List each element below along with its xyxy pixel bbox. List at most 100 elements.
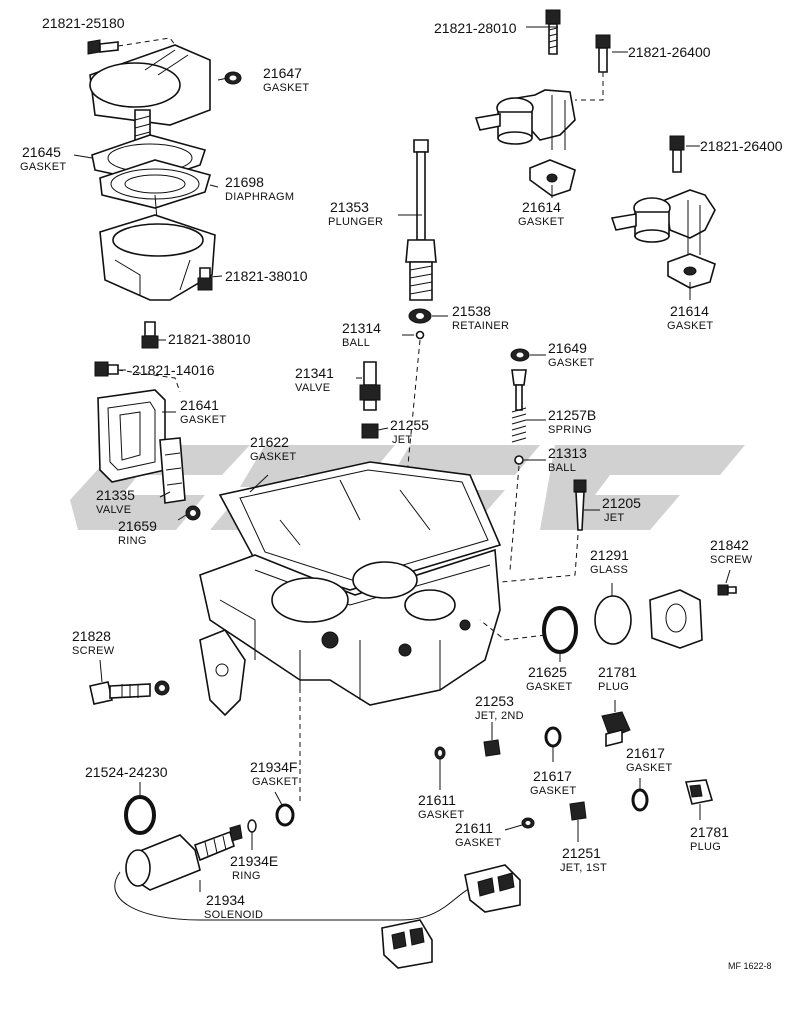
jet-icon bbox=[573, 479, 587, 531]
svg-text:21828: 21828 bbox=[72, 628, 111, 644]
svg-text:21821-26400: 21821-26400 bbox=[628, 44, 711, 60]
svg-text:21341: 21341 bbox=[295, 365, 334, 381]
svg-text:GASKET: GASKET bbox=[526, 681, 572, 693]
svg-text:GASKET: GASKET bbox=[626, 762, 672, 774]
svg-text:SCREW: SCREW bbox=[710, 554, 753, 566]
svg-text:21781: 21781 bbox=[598, 664, 637, 680]
gasket-ring-icon bbox=[434, 746, 446, 760]
screw-icon bbox=[595, 34, 611, 73]
svg-text:21698: 21698 bbox=[225, 174, 264, 190]
valve-icon bbox=[159, 437, 186, 504]
pump-gasket-icon bbox=[667, 253, 716, 289]
svg-text:VALVE: VALVE bbox=[96, 504, 131, 516]
spring-icon bbox=[511, 369, 527, 443]
svg-text:GASKET: GASKET bbox=[180, 414, 226, 426]
svg-text:SCREW: SCREW bbox=[72, 645, 115, 657]
svg-text:21353: 21353 bbox=[330, 199, 369, 215]
jet-icon bbox=[569, 801, 587, 821]
svg-text:21645: 21645 bbox=[22, 144, 61, 160]
svg-text:SPRING: SPRING bbox=[548, 424, 592, 436]
valve-icon bbox=[359, 361, 381, 411]
screw-icon bbox=[545, 9, 561, 55]
screw-icon bbox=[94, 361, 119, 377]
ring-icon bbox=[247, 819, 257, 833]
diaphragm-housing-icon bbox=[99, 214, 216, 301]
svg-text:21659: 21659 bbox=[118, 518, 157, 534]
svg-text:21617: 21617 bbox=[626, 745, 665, 761]
diagram-code: MF 1622-8 bbox=[728, 961, 772, 971]
diaphragm-icon bbox=[99, 159, 211, 233]
svg-text:BALL: BALL bbox=[342, 337, 370, 349]
svg-text:21611: 21611 bbox=[455, 820, 493, 836]
connector-icon bbox=[381, 919, 433, 969]
connector-icon bbox=[464, 864, 521, 913]
svg-text:21617: 21617 bbox=[533, 768, 572, 784]
svg-text:21314: 21314 bbox=[342, 320, 381, 336]
gasket-icon bbox=[510, 348, 530, 362]
screw-icon bbox=[87, 39, 119, 55]
gasket-ring-icon bbox=[224, 71, 242, 85]
svg-text:RING: RING bbox=[232, 870, 261, 882]
callout-p7: 21821-14016 bbox=[132, 362, 215, 378]
callout-p32: 21524-24230 bbox=[85, 764, 168, 780]
gasket-ring-icon bbox=[521, 817, 535, 829]
svg-text:21647: 21647 bbox=[263, 65, 302, 81]
gasket-ring-icon bbox=[544, 726, 562, 748]
callout-p13: 21821-26400 bbox=[700, 138, 783, 154]
screw-icon bbox=[89, 680, 170, 705]
svg-text:21614: 21614 bbox=[522, 199, 561, 215]
screw-icon bbox=[141, 321, 159, 349]
jet-icon bbox=[483, 739, 501, 757]
body-gasket-icon bbox=[218, 461, 502, 591]
glass-retainer-icon bbox=[649, 589, 703, 649]
plug-icon bbox=[684, 779, 714, 805]
svg-text:PLUG: PLUG bbox=[598, 681, 629, 693]
ball-icon bbox=[415, 330, 425, 340]
svg-text:21622: 21622 bbox=[250, 434, 289, 450]
svg-text:21641: 21641 bbox=[180, 397, 219, 413]
svg-text:GASKET: GASKET bbox=[263, 82, 309, 94]
svg-text:21251: 21251 bbox=[562, 845, 601, 861]
svg-text:RETAINER: RETAINER bbox=[452, 320, 509, 332]
svg-text:JET, 1ST: JET, 1ST bbox=[560, 862, 607, 874]
svg-text:PLUNGER: PLUNGER bbox=[328, 216, 383, 228]
svg-text:JET: JET bbox=[604, 512, 624, 524]
svg-text:21934: 21934 bbox=[206, 892, 245, 908]
svg-text:21934F: 21934F bbox=[250, 759, 297, 775]
glass-icon bbox=[594, 595, 632, 645]
valve-gasket-icon bbox=[97, 389, 166, 483]
svg-text:21821-25180: 21821-25180 bbox=[42, 15, 125, 31]
svg-text:SOLENOID: SOLENOID bbox=[204, 909, 263, 921]
svg-text:GASKET: GASKET bbox=[455, 837, 501, 849]
callout-p6: 21821-38010 bbox=[168, 331, 251, 347]
solenoid-icon bbox=[125, 824, 243, 891]
svg-text:GASKET: GASKET bbox=[418, 809, 464, 821]
svg-text:21257B: 21257B bbox=[548, 407, 596, 423]
svg-text:PLUG: PLUG bbox=[690, 841, 721, 853]
carburetor-body-icon bbox=[199, 548, 501, 706]
svg-text:21614: 21614 bbox=[670, 303, 709, 319]
plug-icon bbox=[601, 711, 631, 748]
svg-text:JET: JET bbox=[392, 434, 412, 446]
svg-text:21524-24230: 21524-24230 bbox=[85, 764, 168, 780]
